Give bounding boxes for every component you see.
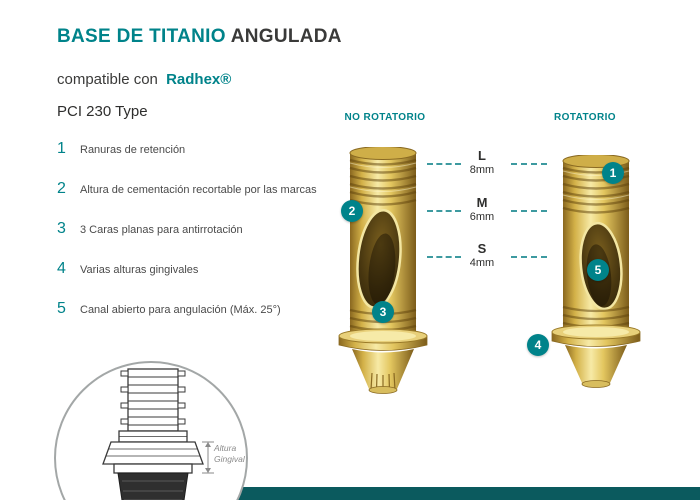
badge-5: 5 [587,259,609,281]
size-letter: L [478,148,486,163]
ribbed-post-drawing [127,368,179,432]
feature-item: 4 Varias alturas gingivales [57,260,327,277]
type-label: PCI 230 Type [57,103,148,120]
size-letter: S [477,241,487,256]
badge-3: 3 [372,301,394,323]
label-rotatorio: ROTATORIO [554,112,616,123]
dash-line-M-left [427,210,461,212]
abutment-no-rotatorio-illustration [338,147,428,394]
dash-line-S-right [511,256,547,258]
rib-teeth [120,370,186,425]
tapered-post [352,349,414,392]
feature-item: 3 3 Caras planas para antirrotación [57,220,327,237]
feature-number: 2 [57,180,66,197]
technical-drawing [102,368,214,500]
abutment-body [338,147,428,394]
badge-2: 2 [341,200,363,222]
badge-4: 4 [527,334,549,356]
feature-number: 3 [57,220,66,237]
compatibility-prefix: compatible con [57,71,158,88]
feature-number: 1 [57,140,66,157]
feature-item: 1 Ranuras de retención [57,140,327,157]
feature-text: Ranuras de retención [80,144,186,156]
size-indicator-M: M 6mm [452,195,512,224]
feature-item: 5 Canal abierto para angulación (Máx. 25… [57,300,327,317]
dash-line-S-left [427,256,461,258]
badge-1: 1 [602,162,624,184]
abutment-rotatorio-illustration [551,155,641,388]
feature-list: 1 Ranuras de retención 2 Altura de cemen… [57,140,327,342]
feature-number: 4 [57,260,66,277]
dimension-arrow [202,441,214,474]
feature-item: 2 Altura de cementación recortable por l… [57,180,327,197]
brand-name: Radhex® [166,71,232,88]
gingival-collar-drawing [102,441,204,465]
feature-text: Varias alturas gingivales [80,264,199,276]
page-title-accent: ANGULADA [230,26,342,47]
size-letter: M [476,195,488,210]
feature-text: 3 Caras planas para antirrotación [80,224,243,236]
rib-lines [128,376,178,426]
abutment-body [551,155,641,388]
dash-line-M-right [511,210,547,212]
compatibility-line: compatible con Radhex® [57,71,231,88]
size-mm: 4mm [469,257,495,269]
feature-number: 5 [57,300,66,317]
size-indicator-S: S 4mm [452,241,512,270]
detail-inset-circle: Altura Gingival [54,361,248,500]
label-no-rotatorio: NO ROTATORIO [344,112,426,123]
size-mm: 8mm [469,164,495,176]
page-title: BASE DE TITANIO ANGULADA [57,26,342,48]
feature-text: Altura de cementación recortable por las… [80,184,317,196]
size-mm: 6mm [469,211,495,223]
implant-section-drawing [117,472,189,500]
size-indicator-L: L 8mm [452,148,512,177]
tapered-post [565,345,627,386]
altura-gingival-label: Altura Gingival [214,443,245,465]
dash-line-L-right [511,163,547,165]
feature-text: Canal abierto para angulación (Máx. 25°) [80,304,281,316]
dash-line-L-left [427,163,461,165]
page-title-main: BASE DE TITANIO [57,26,226,47]
retention-grooves [349,158,417,206]
angled-channel-opening [356,208,402,310]
